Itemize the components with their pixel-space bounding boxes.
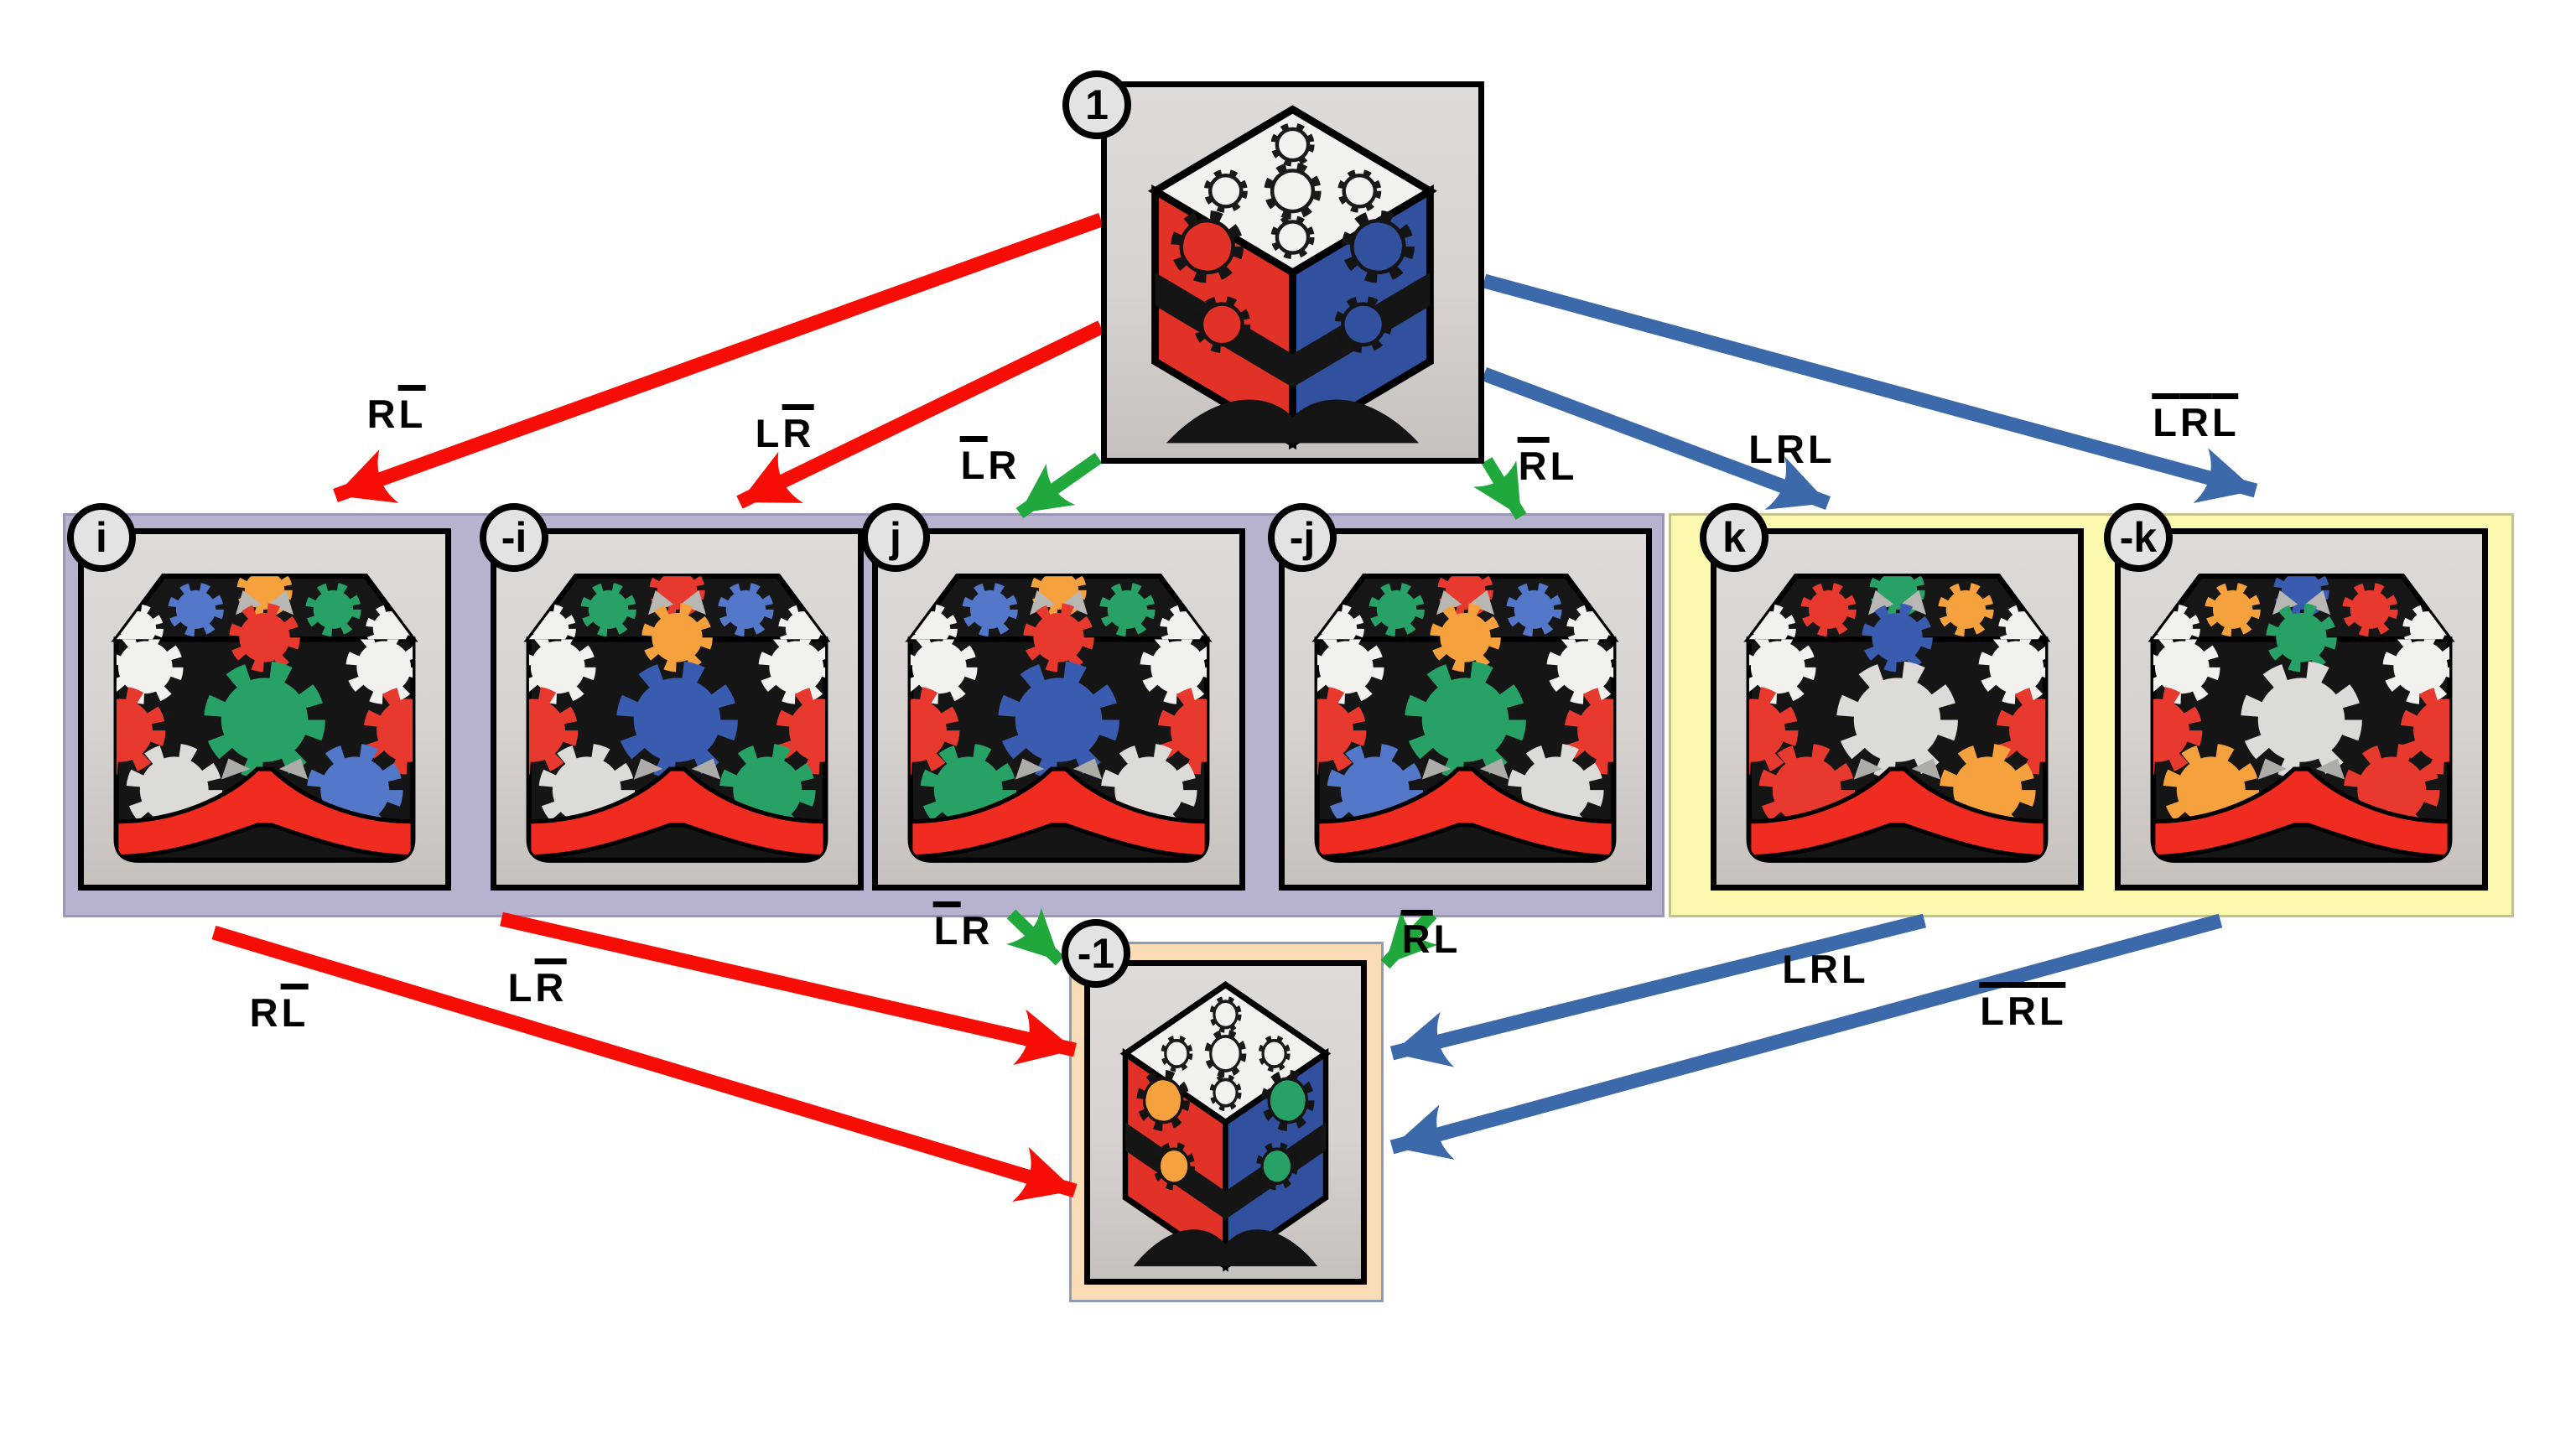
node-badge-k: k [1700,503,1768,572]
move-letter-inverse: L [2210,393,2239,442]
node-badge--k: -k [2104,503,2173,572]
cube-node--k [2115,528,2488,891]
cube-node--1 [1084,960,1367,1285]
gear-cube-photo--1 [1119,981,1332,1272]
edge-label-j-to--1: LR [932,901,993,953]
node-badge-1: 1 [1062,70,1131,139]
gear-cube-photo-1 [1147,105,1438,450]
move-letter-inverse: R [1517,437,1550,486]
move-letter: R [988,443,1019,487]
cube-node-i [78,528,451,891]
move-letter-inverse: R [534,958,567,1007]
move-letter: L [755,411,782,455]
move-letter: R [1810,947,1840,991]
arrow-1-to-i [333,213,1104,503]
move-letter-inverse: L [959,436,988,485]
cube-node--i [491,528,864,891]
node-badge-label: -j [1289,514,1316,561]
move-letter: L [1782,947,1809,991]
edge-label-1-to-j: LR [959,436,1020,487]
move-letter: L [507,965,534,1010]
arrow-1-to-j [1015,452,1103,519]
gear-cube-photo--i [523,574,831,863]
edge-label-1-to--k: LRL [2152,393,2239,442]
move-letter: L [1433,917,1460,961]
edge-label-1-to-k: LRL [1748,420,1834,469]
node-badge-label: -i [501,514,527,561]
move-letter: R [366,392,397,436]
edge-label-i-to--1: RL [249,984,309,1032]
arrow-j-to--1 [1005,907,1065,966]
move-letter: R [961,908,992,953]
move-letter-inverse: L [1979,982,2007,1031]
edge-label-1-to--i: LR [755,404,814,453]
edge-label-1-to--j: RL [1517,437,1577,488]
gear-cube-photo-j [905,574,1213,863]
node-badge-label: j [890,514,901,561]
arrow-1-to-k [1482,367,1831,510]
edge-label-k-to--1: LRL [1781,940,1867,989]
move-letter: L [1841,947,1867,991]
node-badge-j: j [861,503,930,572]
node-badge-label: -k [2119,514,2158,561]
arrow--k-to--1 [1389,913,2223,1160]
node-badge-label: -1 [1077,930,1115,977]
edge-label--i-to--1: LR [507,958,567,1007]
move-letter: R [1776,427,1806,471]
edge-label-1-to-i: RL [366,385,426,434]
edge-label--j-to--1: RL [1400,910,1461,961]
move-letter-inverse: L [932,901,961,950]
node-badge--i: -i [480,503,548,572]
move-letter-inverse: L [2152,393,2180,442]
arrow-1-to--i [736,320,1104,509]
move-letter: L [1550,444,1576,488]
move-letter-inverse: L [280,984,309,1032]
cube-node-j [872,528,1245,891]
node-badge--1: -1 [1062,919,1130,988]
move-letter-inverse: R [2179,393,2211,442]
move-letter: R [249,990,280,1035]
node-badge-i: i [67,503,136,572]
arrow-i-to--1 [211,925,1078,1202]
gear-cube-photo-i [111,574,418,863]
move-letter-inverse: R [2007,982,2038,1031]
move-letter: L [1807,427,1834,471]
move-letter-inverse: R [782,404,814,453]
gear-cube-photo--j [1311,574,1619,863]
move-letter-inverse: R [1400,910,1433,958]
cube-node-1 [1101,81,1484,464]
gear-cube-photo--k [2148,574,2455,863]
edge-label--k-to--1: LRL [1979,982,2066,1031]
gear-cube-photo-k [1743,574,2051,863]
node-badge-label: i [96,514,107,561]
arrow-k-to--1 [1389,913,1927,1067]
node-badge--j: -j [1268,503,1337,572]
node-badge-label: k [1722,514,1746,561]
cube-node--j [1279,528,1652,891]
move-letter-inverse: L [2038,982,2066,1031]
move-letter-inverse: L [397,385,426,434]
arrow-1-to--k [1482,273,2258,503]
arrow-1-to--j [1473,457,1527,520]
arrow--i-to--1 [500,911,1077,1066]
move-letter: L [1748,427,1775,471]
node-badge-label: 1 [1085,81,1109,128]
cube-node-k [1711,528,2084,891]
arrow--j-to--1 [1380,909,1438,969]
